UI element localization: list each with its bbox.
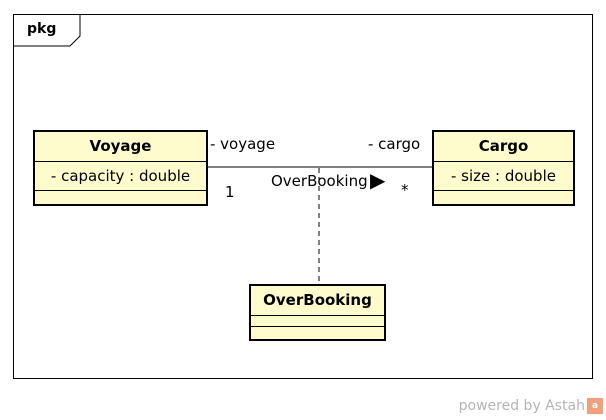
astah-watermark: powered by Astah a	[459, 398, 603, 414]
class-attribute-compartment	[251, 316, 384, 327]
class-attribute: - size : double	[434, 162, 573, 191]
package-name: pkg	[27, 21, 57, 37]
class-overbooking[interactable]: OverBooking	[249, 284, 386, 341]
class-name: OverBooking	[251, 286, 384, 316]
voyage-role-label: - voyage	[210, 135, 276, 153]
watermark-text: powered by Astah	[458, 398, 585, 414]
class-name: Voyage	[35, 132, 206, 162]
cargo-role-label: - cargo	[368, 135, 421, 153]
astah-logo-icon: a	[587, 398, 603, 414]
association-name-label: OverBooking	[271, 172, 368, 190]
direction-arrow-icon: ▶	[370, 168, 386, 192]
class-name: Cargo	[434, 132, 573, 162]
class-attribute: - capacity : double	[35, 162, 206, 191]
package-frame	[13, 14, 593, 379]
package-tab-outline	[13, 14, 81, 47]
voyage-multiplicity-label: 1	[225, 183, 235, 201]
class-voyage[interactable]: Voyage - capacity : double	[33, 130, 208, 206]
class-cargo[interactable]: Cargo - size : double	[432, 130, 575, 206]
cargo-multiplicity-label: *	[401, 181, 409, 199]
